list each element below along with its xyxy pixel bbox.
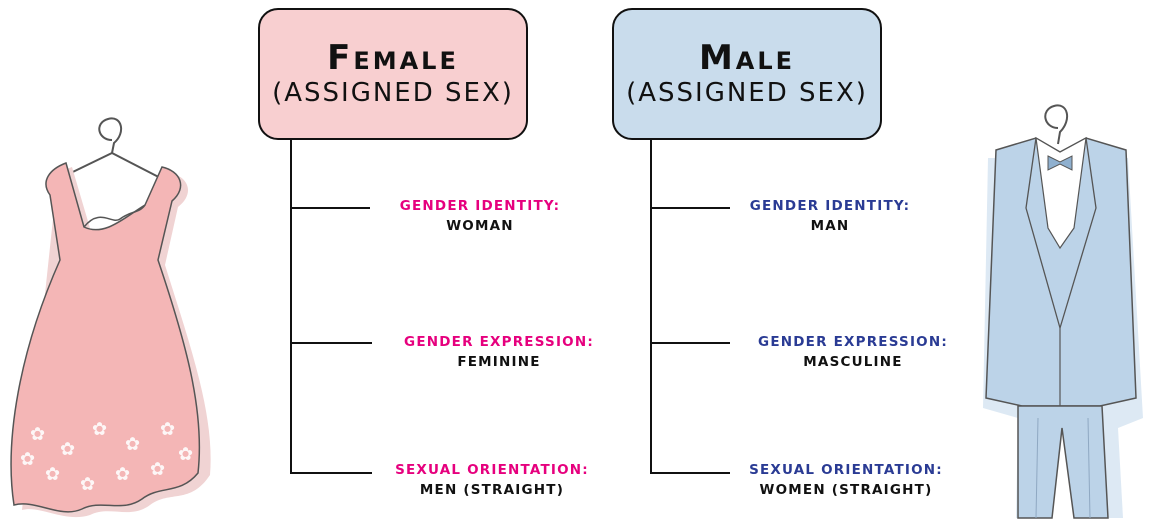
male-sexual-orientation: Sexual orientation: women (straight) (722, 462, 970, 498)
female-expression-value: Feminine (457, 354, 541, 370)
male-title: Male (698, 37, 796, 78)
svg-text:✿: ✿ (92, 419, 107, 440)
female-sexual-orientation: Sexual orientation: men (straight) (368, 462, 616, 498)
female-orientation-value: men (straight) (419, 482, 565, 498)
female-title: Female (327, 37, 459, 78)
svg-text:✿: ✿ (20, 449, 35, 470)
female-branch-identity (290, 207, 370, 209)
male-branch-orientation (650, 472, 730, 474)
male-orientation-value: women (straight) (759, 482, 933, 498)
male-subtitle: (assigned sex) (626, 77, 868, 108)
male-identity-label: Gender identity: (749, 198, 911, 214)
female-orientation-label: Sexual orientation: (395, 462, 589, 478)
svg-text:✿: ✿ (115, 464, 130, 485)
female-identity-value: woman (446, 218, 514, 234)
male-branch-identity (650, 207, 730, 209)
blue-suit-icon (983, 104, 1143, 519)
female-branch-orientation (290, 472, 372, 474)
male-branch-expression (650, 342, 730, 344)
svg-text:✿: ✿ (80, 474, 95, 495)
female-expression-label: Gender expression: (404, 334, 594, 350)
female-gender-identity: Gender identity: woman (370, 198, 590, 234)
svg-text:✿: ✿ (150, 459, 165, 480)
male-assigned-sex-box: Male (assigned sex) (612, 8, 882, 140)
svg-text:✿: ✿ (125, 434, 140, 455)
female-subtitle: (assigned sex) (272, 77, 514, 108)
male-orientation-label: Sexual orientation: (749, 462, 943, 478)
male-tree-trunk (650, 140, 652, 472)
svg-text:✿: ✿ (160, 419, 175, 440)
svg-text:✿: ✿ (45, 464, 60, 485)
svg-text:✿: ✿ (30, 424, 45, 445)
male-identity-value: man (810, 218, 850, 234)
male-expression-label: Gender expression: (758, 334, 948, 350)
female-assigned-sex-box: Female (assigned sex) (258, 8, 528, 140)
female-tree-trunk (290, 140, 292, 472)
female-identity-label: Gender identity: (399, 198, 561, 214)
female-branch-expression (290, 342, 372, 344)
svg-text:✿: ✿ (178, 444, 193, 465)
female-gender-expression: Gender expression: Feminine (368, 334, 630, 370)
male-expression-value: masculine (803, 354, 903, 370)
svg-text:✿: ✿ (60, 439, 75, 460)
pink-dress-icon: ✿✿✿ ✿✿✿ ✿✿✿ ✿✿ (10, 117, 211, 518)
male-gender-expression: Gender expression: masculine (722, 334, 984, 370)
male-gender-identity: Gender identity: man (720, 198, 940, 234)
